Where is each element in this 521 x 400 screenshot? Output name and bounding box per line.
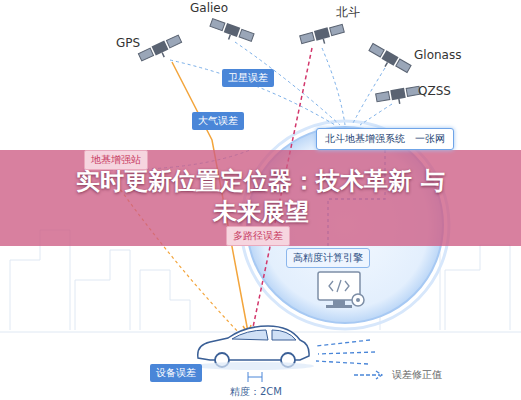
node-text: 卫星误差 <box>228 71 268 85</box>
legend-sample <box>352 370 386 380</box>
node-text: 大气误差 <box>198 114 238 128</box>
satellite-name: GPS <box>116 36 140 50</box>
error-tag: 多路径误差 <box>226 226 290 246</box>
error-tag: 卫星误差 <box>222 69 274 87</box>
node-text: 地基增强站 <box>91 153 141 167</box>
precision-label: 精度：2CM <box>230 385 282 399</box>
engine-box: 高精度计算引擎 <box>286 248 370 268</box>
node-text: 北斗地基增强系统 一张网 <box>325 132 445 146</box>
station-tag: 地基增强站 <box>84 150 148 170</box>
error-tag: 设备误差 <box>150 364 202 382</box>
legend-item: 误差修正值 <box>352 368 442 382</box>
error-tag: 大气误差 <box>192 112 244 130</box>
node-text: 高精度计算引擎 <box>293 251 363 265</box>
system-box: 北斗地基增强系统 一张网 <box>316 128 454 150</box>
satellite-name: Galieo <box>190 1 228 15</box>
node-text: 多路径误差 <box>233 229 283 243</box>
node-text: 设备误差 <box>156 366 196 380</box>
satellite-name: Glonass <box>414 48 461 62</box>
satellite-name: 北斗 <box>336 4 360 21</box>
satellite-name: QZSS <box>418 84 451 98</box>
title: 实时更新位置定位器：技术革新 与未来展望 <box>70 166 451 228</box>
legend-text: 误差修正值 <box>392 369 442 380</box>
